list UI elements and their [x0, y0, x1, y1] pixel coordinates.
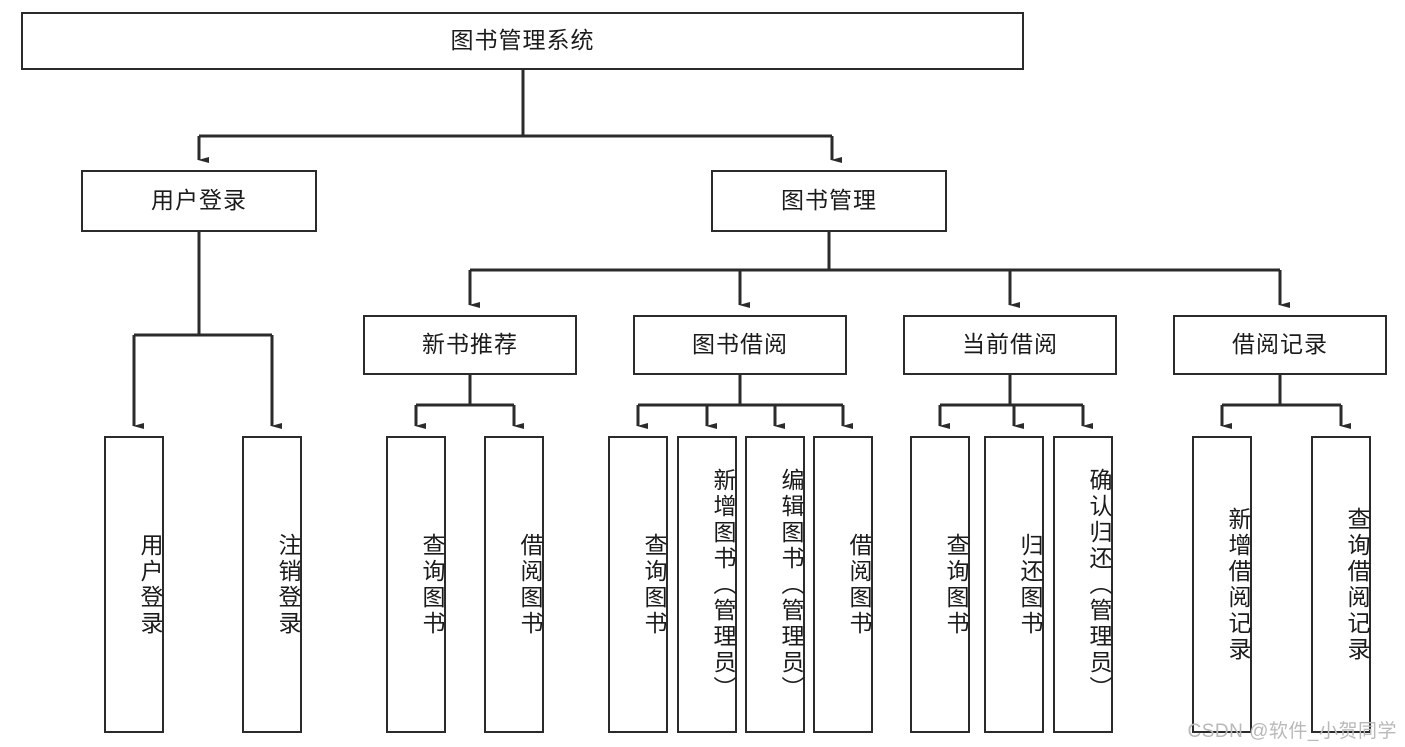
node-leaf-logout-label: 注销登录	[275, 532, 301, 637]
node-leaf-query-book-borrow[interactable]: 查询图书	[608, 436, 668, 733]
node-leaf-confirm-return-label: 确认归还（管理员）	[1086, 467, 1112, 702]
node-current-borrow-label: 当前借阅	[962, 331, 1058, 358]
node-leaf-add-record[interactable]: 新增借阅记录	[1192, 436, 1252, 733]
node-leaf-return-book[interactable]: 归还图书	[984, 436, 1044, 733]
node-user-login[interactable]: 用户登录	[81, 170, 317, 232]
node-book-borrow-label: 图书借阅	[692, 331, 788, 358]
node-leaf-query-book-rec-label: 查询图书	[419, 532, 445, 637]
node-leaf-return-book-label: 归还图书	[1017, 532, 1043, 637]
node-leaf-user-login[interactable]: 用户登录	[104, 436, 164, 733]
node-leaf-borrow-book-label: 借阅图书	[846, 532, 872, 637]
node-leaf-confirm-return[interactable]: 确认归还（管理员）	[1053, 436, 1113, 733]
node-leaf-query-book-rec[interactable]: 查询图书	[386, 436, 446, 733]
node-leaf-query-record-label: 查询借阅记录	[1344, 506, 1370, 663]
node-leaf-add-record-label: 新增借阅记录	[1225, 506, 1251, 663]
node-leaf-user-login-label: 用户登录	[137, 532, 163, 637]
node-leaf-query-book-borrow-label: 查询图书	[641, 532, 667, 637]
node-leaf-logout[interactable]: 注销登录	[242, 436, 302, 733]
node-root-label: 图书管理系统	[450, 27, 595, 54]
node-leaf-edit-book-label: 编辑图书（管理员）	[778, 467, 804, 702]
node-leaf-borrow-book-rec[interactable]: 借阅图书	[484, 436, 544, 733]
node-leaf-edit-book[interactable]: 编辑图书（管理员）	[745, 436, 805, 733]
node-book-borrow[interactable]: 图书借阅	[633, 315, 847, 375]
csdn-watermark: CSDN @软件_小贺同学	[1187, 721, 1397, 742]
node-leaf-query-record[interactable]: 查询借阅记录	[1311, 436, 1371, 733]
node-user-login-label: 用户登录	[151, 187, 247, 214]
node-book-manage[interactable]: 图书管理	[711, 170, 947, 232]
node-book-manage-label: 图书管理	[781, 187, 877, 214]
node-borrow-record-label: 借阅记录	[1232, 331, 1328, 358]
node-leaf-add-book[interactable]: 新增图书（管理员）	[677, 436, 737, 733]
node-leaf-borrow-book-rec-label: 借阅图书	[517, 532, 543, 637]
node-leaf-query-book-cur[interactable]: 查询图书	[910, 436, 970, 733]
node-leaf-borrow-book[interactable]: 借阅图书	[813, 436, 873, 733]
node-leaf-query-book-cur-label: 查询图书	[943, 532, 969, 637]
node-leaf-add-book-label: 新增图书（管理员）	[710, 467, 736, 702]
node-current-borrow[interactable]: 当前借阅	[903, 315, 1117, 375]
node-borrow-record[interactable]: 借阅记录	[1173, 315, 1387, 375]
node-root[interactable]: 图书管理系统	[21, 12, 1024, 70]
node-new-book-rec[interactable]: 新书推荐	[363, 315, 577, 375]
node-new-book-rec-label: 新书推荐	[422, 331, 518, 358]
